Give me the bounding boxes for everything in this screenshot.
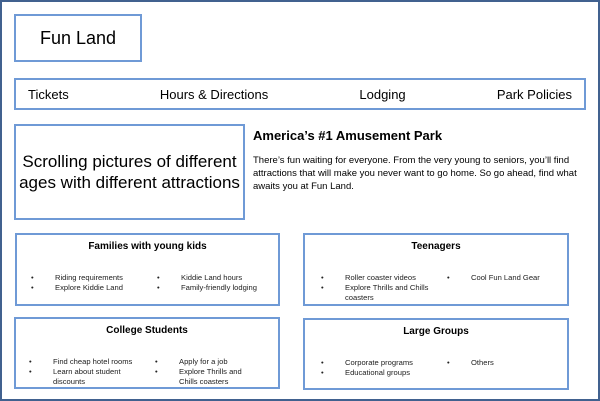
nav-hours-directions[interactable]: Hours & Directions — [159, 86, 269, 102]
link-item[interactable]: Kiddie Land hours — [157, 273, 275, 283]
group-families: Families with young kids Riding requirem… — [15, 233, 280, 306]
link-item[interactable]: Riding requirements — [31, 273, 141, 283]
nav-tickets[interactable]: Tickets — [28, 86, 69, 102]
group-title: Teenagers — [411, 241, 461, 252]
group-large-groups: Large Groups Corporate programsEducation… — [303, 318, 569, 390]
group-teenagers: Teenagers Roller coaster videosExplore T… — [303, 233, 569, 306]
nav-lodging[interactable]: Lodging — [359, 86, 406, 102]
link-item[interactable]: Apply for a job — [155, 357, 255, 367]
hero-carousel-placeholder: Scrolling pictures of different ages wit… — [14, 124, 245, 220]
nav-park-policies[interactable]: Park Policies — [496, 86, 572, 102]
link-item[interactable]: Family-friendly lodging — [157, 283, 275, 293]
link-item[interactable]: Cool Fun Land Gear — [447, 273, 565, 283]
group-title: Families with young kids — [88, 241, 207, 252]
headline: America’s #1 Amusement Park — [253, 128, 443, 143]
link-item[interactable]: Explore Kiddie Land — [31, 283, 141, 293]
intro-text: There’s fun waiting for everyone. From t… — [253, 155, 577, 192]
link-item[interactable]: Explore Thrills and Chills coasters — [155, 367, 255, 387]
main-nav: Tickets Hours & Directions Lodging Park … — [14, 78, 586, 110]
group-title: Large Groups — [403, 326, 469, 337]
link-item[interactable]: Find cheap hotel rooms — [29, 357, 139, 367]
site-logo[interactable]: Fun Land — [14, 14, 142, 62]
link-item[interactable]: Others — [447, 358, 565, 368]
group-college-students: College Students Find cheap hotel roomsL… — [14, 317, 280, 389]
link-item[interactable]: Learn about student discounts — [29, 367, 139, 387]
link-item[interactable]: Roller coaster videos — [321, 273, 431, 283]
link-item[interactable]: Educational groups — [321, 368, 431, 378]
group-title: College Students — [106, 325, 188, 336]
link-item[interactable]: Corporate programs — [321, 358, 431, 368]
link-item[interactable]: Explore Thrills and Chills coasters — [321, 283, 431, 303]
